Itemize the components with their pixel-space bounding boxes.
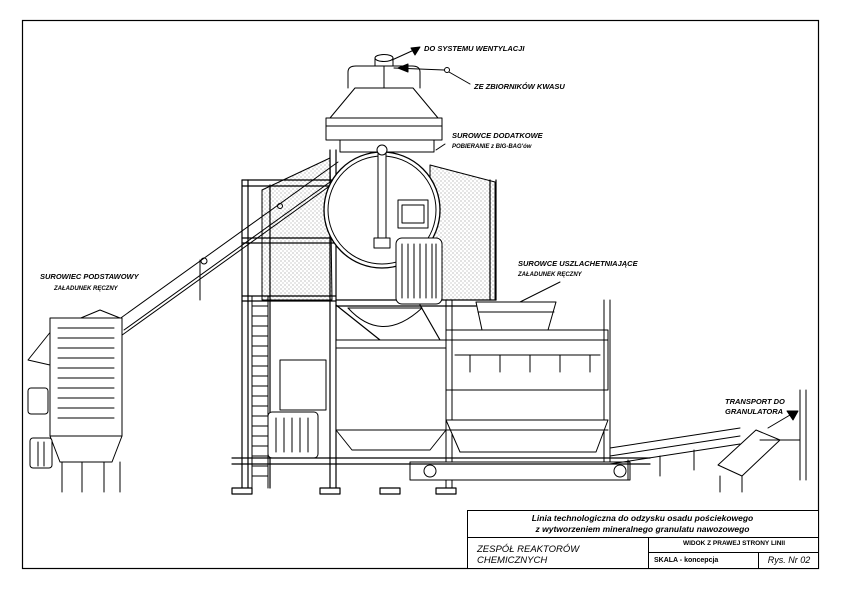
basic-material-title: SUROWIEC PODSTAWOWY: [40, 272, 139, 281]
title-block: [467, 510, 819, 569]
title-block-group-line1: ZESPÓŁ REAKTORÓW: [477, 544, 580, 555]
base-rail: [231, 457, 651, 495]
leader-additional: [435, 143, 446, 151]
buffer-tank: [335, 347, 447, 451]
ventilation-label: DO SYSTEMU WENTYLACJI: [424, 44, 525, 53]
access-ladder: [251, 295, 269, 489]
vent-arrow: [391, 46, 421, 61]
ventilation-hood: [325, 54, 443, 141]
transport-label-line1: TRANSPORT DO: [725, 397, 785, 406]
title-block-view: WIDOK Z PRAWEJ STRONY LINII: [682, 540, 786, 547]
lower-motor-left: [267, 359, 327, 459]
transport-label-line2: GRANULATORA: [725, 407, 784, 416]
refining-mixer: [445, 299, 611, 489]
granulator-conveyor: [609, 389, 807, 493]
basic-material-subtitle: ZAŁADUNEK RĘCZNY: [54, 286, 118, 292]
title-block-group-line2: CHEMICZNYCH: [477, 555, 548, 566]
refining-materials-subtitle: ZAŁADUNEK RĘCZNY: [518, 272, 582, 278]
discharge-hopper: [335, 307, 447, 349]
acid-tanks-label: ZE ZBIORNIKÓW KWASU: [474, 82, 565, 91]
granulator-arrow: [767, 410, 799, 429]
drawing-frame: [21, 19, 820, 570]
leader-refining: [519, 281, 561, 303]
inclined-conveyor-main: [117, 161, 345, 339]
bottom-screw-trough: [409, 419, 631, 481]
title-block-scale: SKALA - koncepcja: [654, 557, 719, 564]
refining-materials-title: SUROWCE USZLACHETNIAJĄCE: [518, 259, 638, 268]
title-block-drawing-number: Rys. Nr 02: [767, 555, 811, 565]
title-block-description-line1: Linia technologiczna do odzysku osadu po…: [531, 513, 754, 523]
title-block-description-line2: z wytworzeniem mineralnego granulatu naw…: [535, 524, 750, 534]
acid-feed-line: [393, 63, 471, 85]
reactor-motor: [395, 237, 443, 305]
additional-materials-title: SUROWCE DODATKOWE: [452, 131, 543, 140]
material-bin-left: [261, 157, 333, 301]
basic-material-loader: [27, 309, 123, 493]
steel-frame: [241, 149, 497, 489]
additional-materials-subtitle: POBIERANIE z BIG-BAG'ów: [452, 144, 532, 150]
